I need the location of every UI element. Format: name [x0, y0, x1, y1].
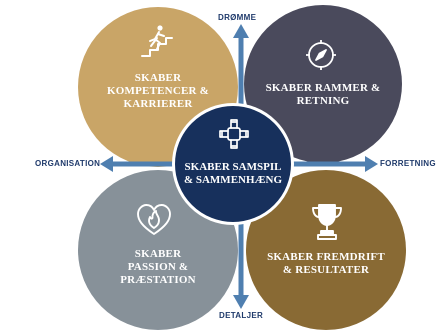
quadrant-direction-label: SKABER RAMMER & RETNING	[244, 82, 402, 108]
label-line: SKABER RAMMER &	[265, 82, 381, 94]
label-line: SKABER	[134, 248, 182, 260]
label-line: & SAMMENHÆNG	[183, 174, 283, 186]
trophy-icon	[312, 204, 342, 240]
compass-icon	[306, 40, 336, 70]
label-line: PASSION &	[127, 261, 189, 273]
arrow-down-icon	[233, 295, 249, 309]
label-line: RETNING	[296, 95, 350, 107]
center-label: SKABER SAMSPIL & SAMMENHÆNG	[175, 161, 291, 187]
axis-label-top: DRØMME	[218, 13, 257, 22]
label-line: SKABER SAMSPIL	[184, 161, 282, 173]
label-line: KARRIERER	[123, 98, 193, 110]
heart-flame-icon	[137, 204, 171, 235]
quadrant-results: SKABER FREMDRIFT & RESULTATER	[246, 170, 406, 330]
quadrant-results-label: SKABER FREMDRIFT & RESULTATER	[246, 251, 406, 277]
axis-label-left: ORGANISATION	[35, 159, 101, 168]
axis-label-bottom: DETALJER	[219, 311, 264, 320]
arrow-left-icon	[100, 156, 113, 172]
label-line: PRÆSTATION	[120, 274, 196, 286]
arrow-up-icon	[233, 24, 249, 38]
label-line: SKABER	[134, 72, 182, 84]
label-line: SKABER FREMDRIFT	[267, 251, 385, 263]
label-line: KOMPETENCER &	[107, 85, 209, 97]
center-circle: SKABER SAMSPIL & SAMMENHÆNG	[172, 103, 294, 225]
quadrant-competencies-label: SKABER KOMPETENCER & KARRIERER	[78, 72, 238, 111]
joined-hands-icon	[219, 119, 249, 149]
quadrant-passion-label: SKABER PASSION & PRÆSTATION	[78, 248, 238, 287]
label-line: & RESULTATER	[282, 264, 370, 276]
quadrant-competencies: SKABER KOMPETENCER & KARRIERER	[78, 7, 238, 167]
climbing-stairs-icon	[141, 25, 173, 57]
arrow-right-icon	[365, 156, 378, 172]
axis-label-right: FORRETNING	[380, 159, 436, 168]
